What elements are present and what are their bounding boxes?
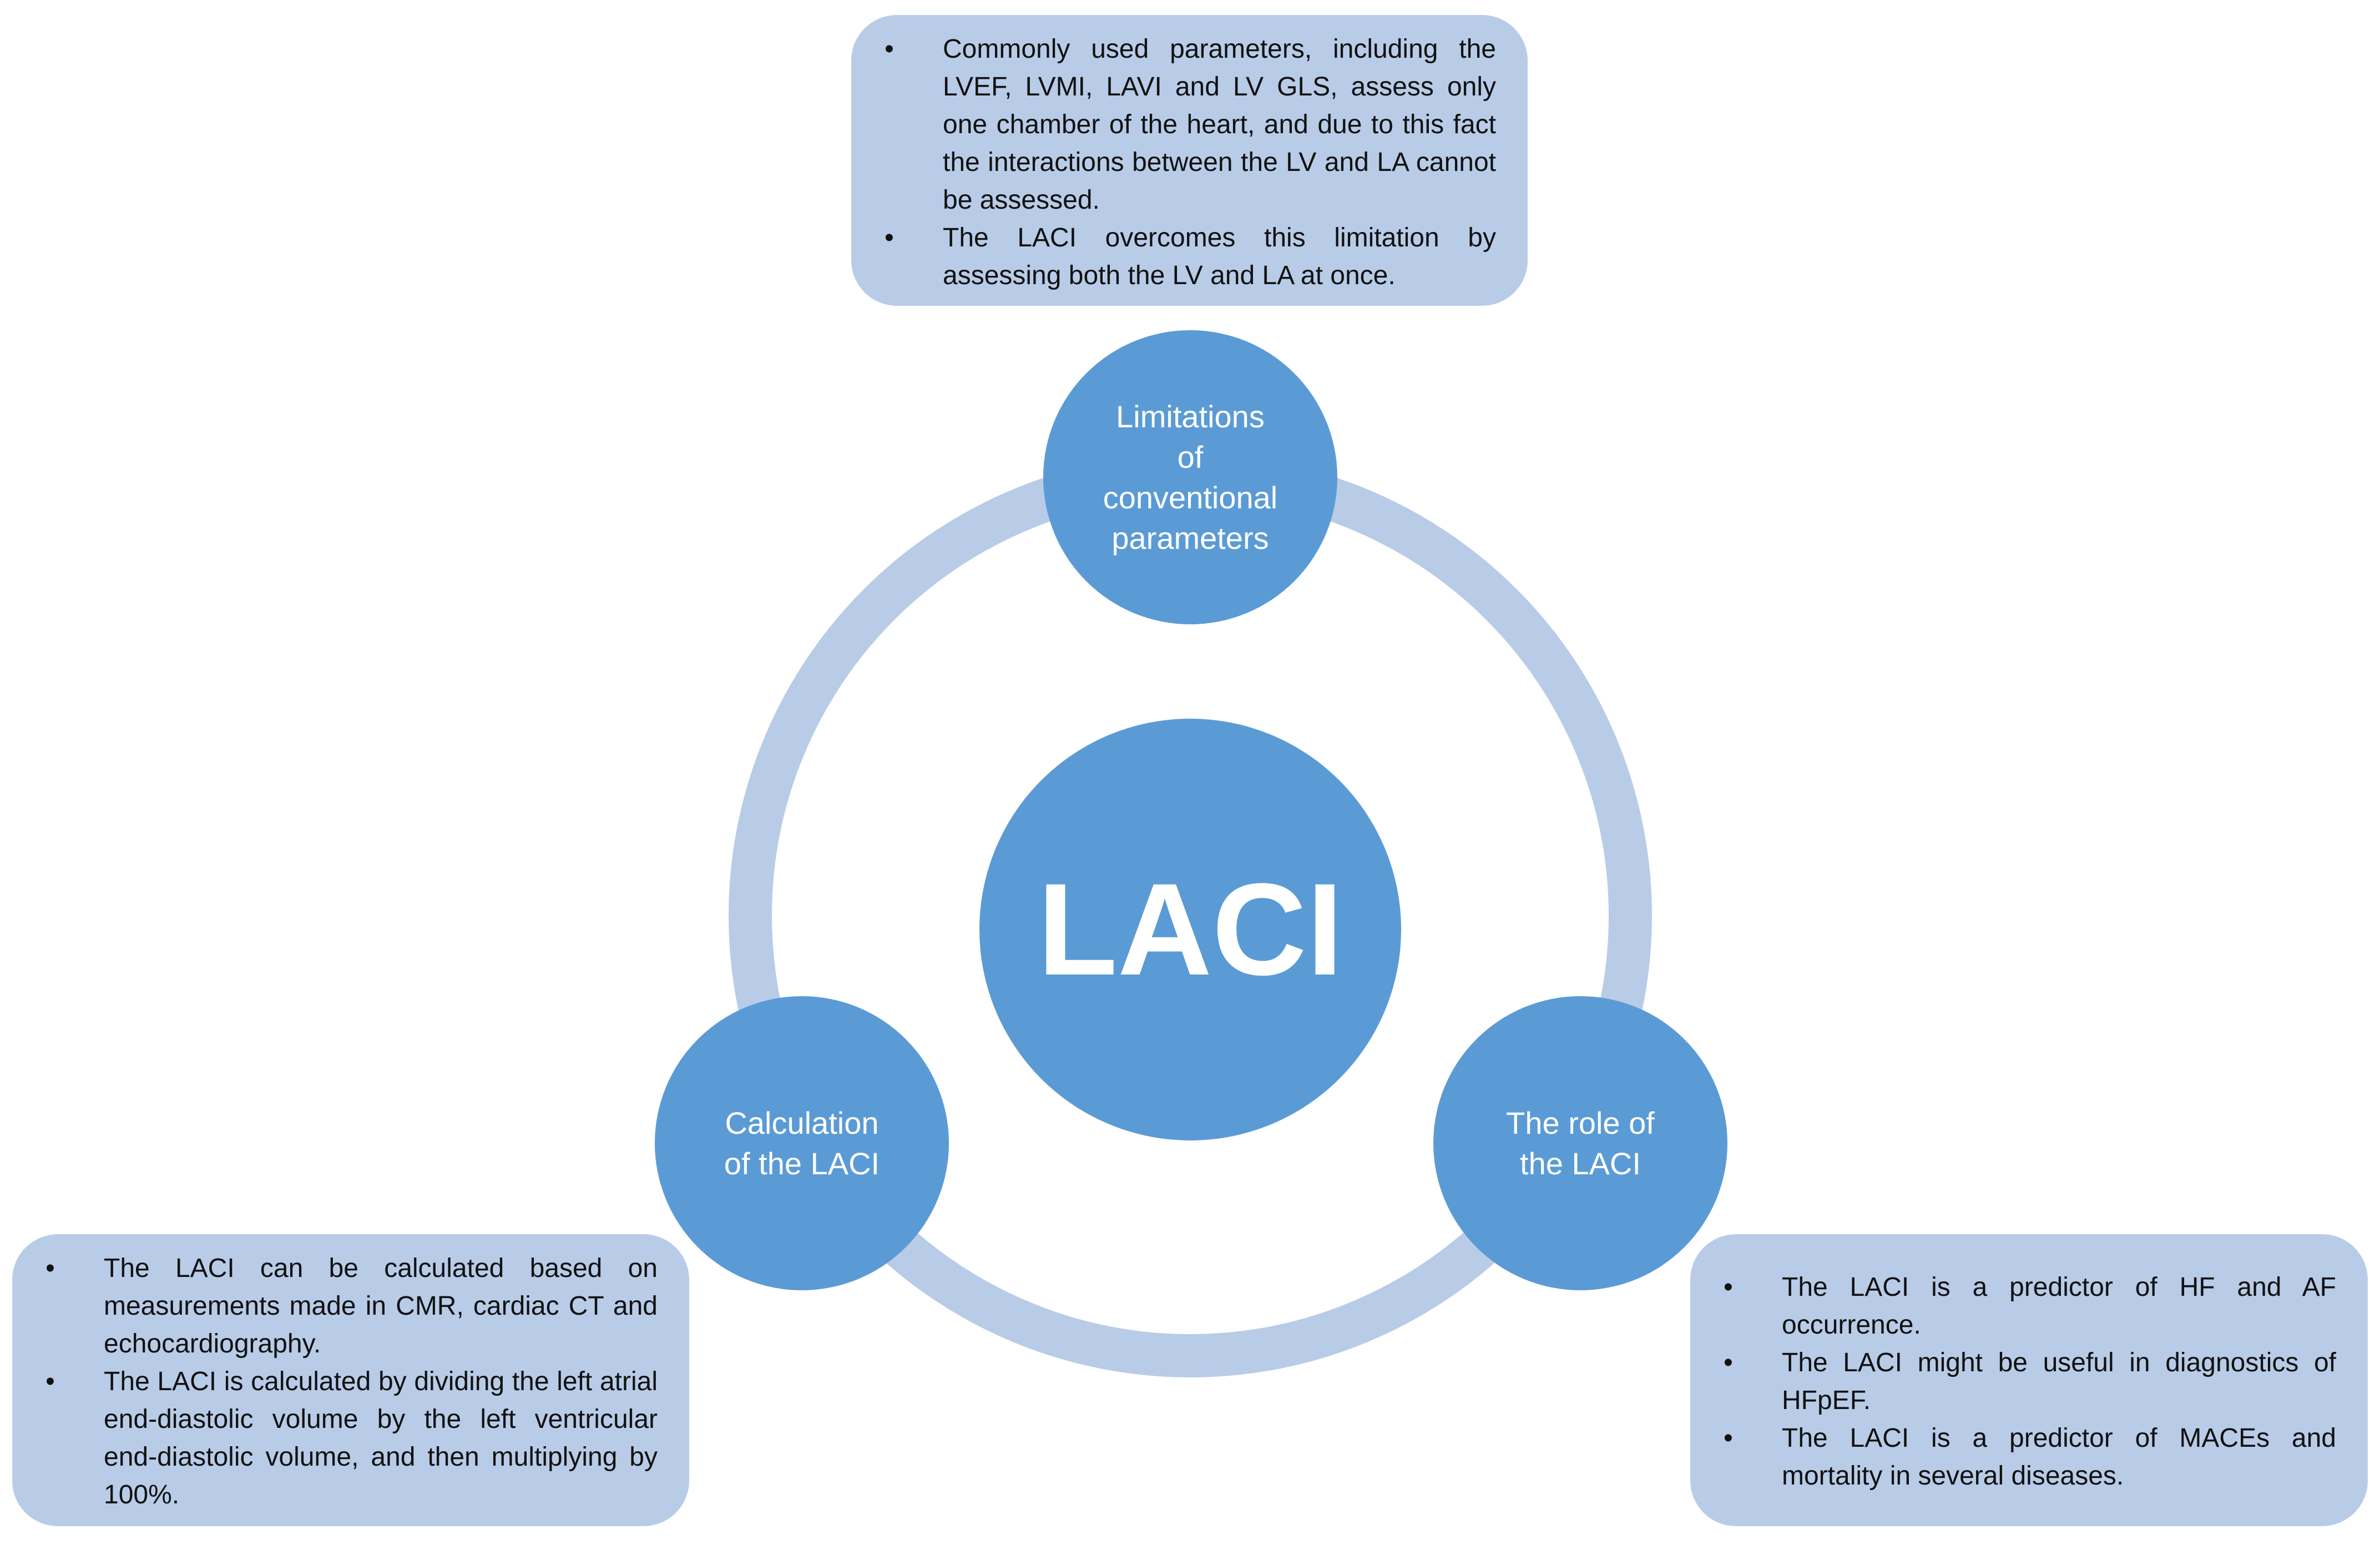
- node-role-circle: [1433, 996, 1727, 1290]
- limitations-info-box: • Commonly used parameters, including the…: [851, 15, 1528, 306]
- node-calculation-circle: [655, 996, 949, 1290]
- bullet-item: • The LACI overcomes this limitation by a…: [851, 219, 1496, 295]
- center-label: LACI: [1037, 856, 1343, 1003]
- bullet-text: The LACI is a predictor of MACEs and mor…: [1782, 1423, 2336, 1491]
- node-limitations-label: Limitations of conventional parameters: [1103, 399, 1278, 556]
- bullet-item: • The LACI can be calculated based on mea…: [12, 1250, 658, 1363]
- role-bullet-list: • The LACI is a predictor of HF and AF oc…: [1690, 1269, 2336, 1495]
- bullet-icon: •: [46, 1367, 55, 1396]
- calculation-bullet-list: • The LACI can be calculated based on mea…: [12, 1250, 658, 1514]
- node-limitations-circle: [1043, 330, 1337, 624]
- role-info-box: • The LACI is a predictor of HF and AF oc…: [1690, 1234, 2368, 1526]
- bullet-item: • The LACI is a predictor of HF and AF oc…: [1690, 1269, 2336, 1344]
- calculation-info-box: • The LACI can be calculated based on mea…: [12, 1234, 689, 1526]
- bullet-icon: •: [1724, 1348, 1733, 1377]
- bullet-icon: •: [1724, 1423, 1733, 1453]
- bullet-item: • The LACI is calculated by dividing the …: [12, 1363, 658, 1514]
- node-calculation-label: Calculation of the LACI: [724, 1105, 880, 1181]
- bullet-icon: •: [885, 34, 894, 64]
- limitations-bullet-list: • Commonly used parameters, including the…: [851, 31, 1496, 295]
- bullet-icon: •: [46, 1254, 55, 1283]
- bullet-text: The LACI is a predictor of HF and AF occ…: [1782, 1273, 2336, 1340]
- bullet-icon: •: [885, 223, 894, 253]
- bullet-item: • Commonly used parameters, including the…: [851, 31, 1496, 219]
- bullet-icon: •: [1724, 1273, 1733, 1302]
- bullet-text: The LACI might be useful in diagnostics …: [1782, 1348, 2336, 1415]
- node-role-label: The role of the LACI: [1506, 1105, 1655, 1181]
- bullet-item: • The LACI is a predictor of MACEs and mo…: [1690, 1420, 2336, 1495]
- bullet-text: Commonly used parameters, including the …: [943, 34, 1496, 215]
- bullet-text: The LACI can be calculated based on meas…: [104, 1254, 658, 1359]
- center-circle: [979, 719, 1401, 1140]
- bullet-text: The LACI is calculated by dividing the l…: [104, 1367, 658, 1509]
- bullet-text: The LACI overcomes this limitation by as…: [943, 223, 1496, 290]
- bullet-item: • The LACI might be useful in diagnostics…: [1690, 1344, 2336, 1420]
